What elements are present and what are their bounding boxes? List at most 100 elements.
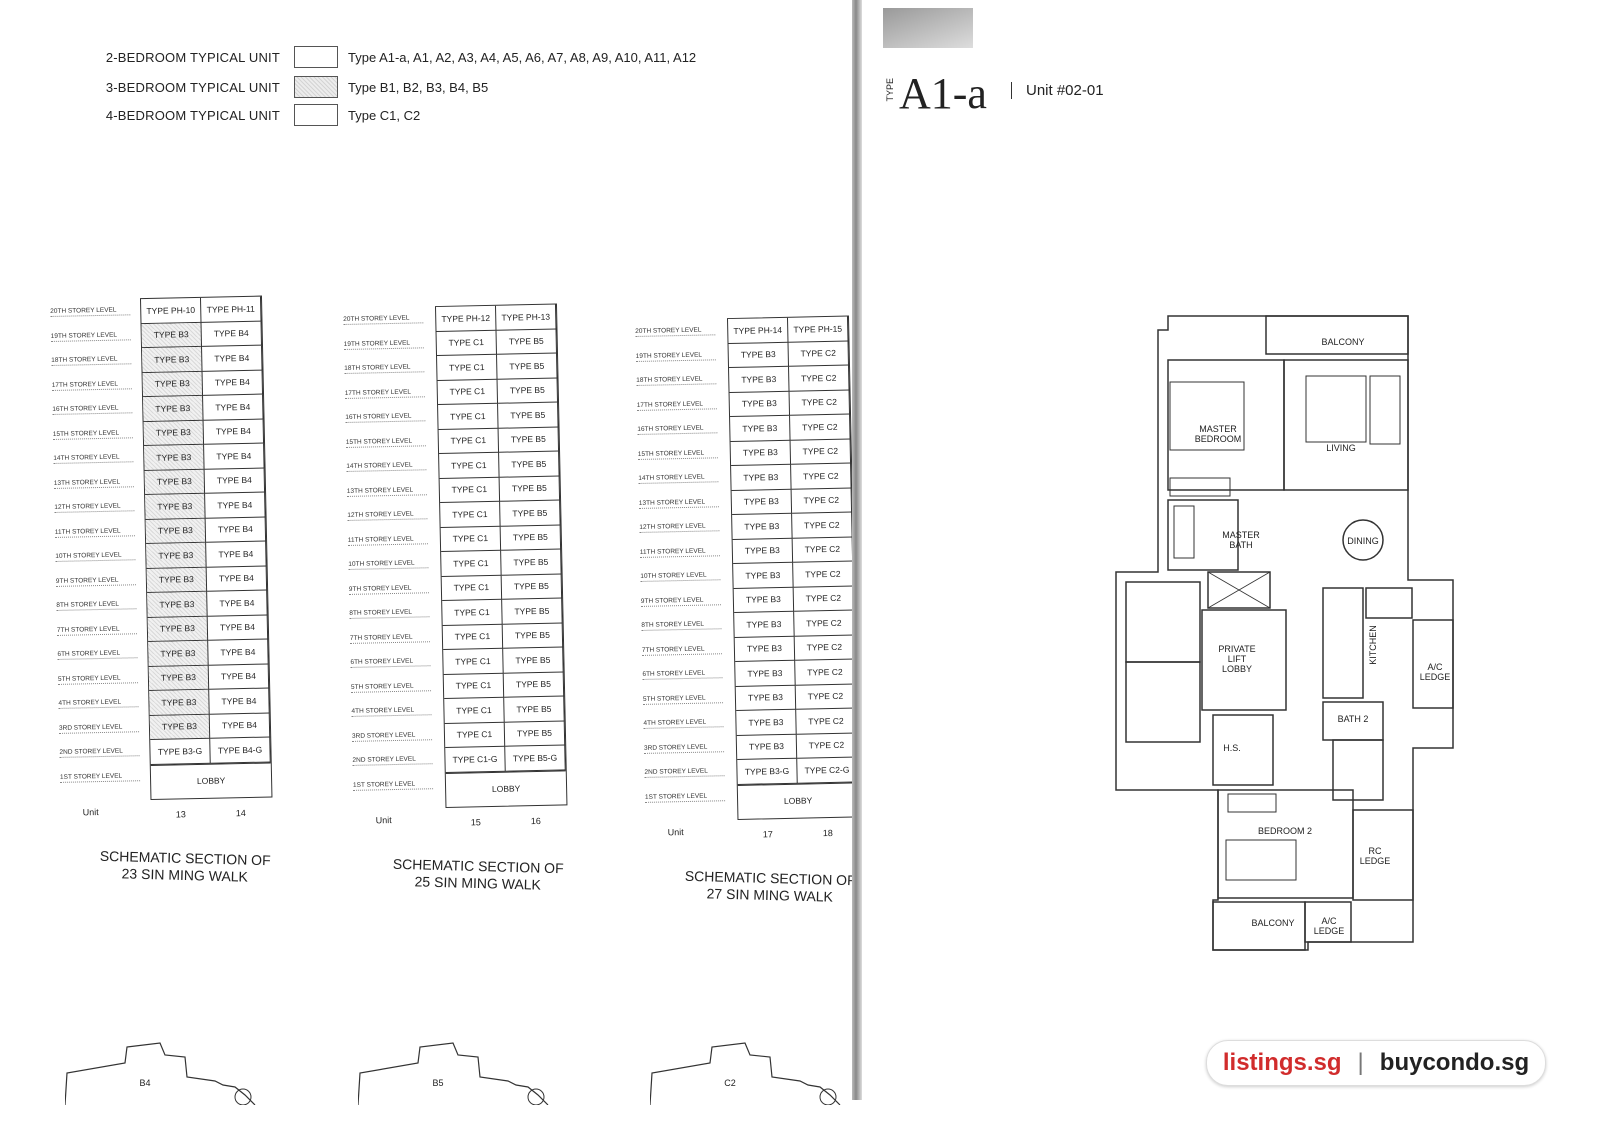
unit-cell: TYPE B3 bbox=[732, 513, 793, 540]
unit-cell: TYPE B4 bbox=[207, 615, 269, 641]
unit-cell: TYPE PH-14 bbox=[728, 317, 789, 344]
unit-cell: TYPE B5 bbox=[504, 696, 565, 723]
storey-level-label: 18TH STOREY LEVEL bbox=[636, 375, 717, 386]
unit-cell: TYPE B3 bbox=[146, 567, 208, 594]
unit-cell: TYPE B5 bbox=[500, 500, 561, 527]
storey-level-label: 12TH STOREY LEVEL bbox=[54, 502, 135, 513]
unit-cell: TYPE B3 bbox=[731, 464, 792, 491]
unit-cell: TYPE B5 bbox=[502, 622, 564, 649]
unit-cell: TYPE B3 bbox=[146, 542, 207, 569]
room-bedroom-2: BEDROOM 2 bbox=[1257, 826, 1312, 836]
storey-level-label: 4TH STOREY LEVEL bbox=[58, 698, 139, 709]
room-private-lift-lobby: PRIVATE LIFT LOBBY bbox=[1218, 644, 1256, 674]
watermark-badge[interactable]: listings.sg | buycondo.sg bbox=[1206, 1040, 1546, 1086]
unit-cell: TYPE C2 bbox=[789, 365, 850, 392]
room-master-bedroom: MASTER BEDROOM bbox=[1194, 424, 1242, 444]
unit-cell: TYPE B5 bbox=[500, 524, 562, 551]
storey-level-label: 15TH STOREY LEVEL bbox=[637, 448, 718, 460]
unit-cell: TYPE B4 bbox=[209, 712, 271, 739]
unit-cell: TYPE B5 bbox=[499, 451, 560, 478]
unit-cell: TYPE B4 bbox=[202, 345, 263, 372]
storey-level-label: 17TH STOREY LEVEL bbox=[51, 379, 132, 391]
unit-cell: TYPE C2 bbox=[790, 414, 851, 441]
unit-floor-plan-page: TYPE A1-a Unit #02-01 bbox=[883, 0, 1563, 1100]
unit-cell: TYPE B3 bbox=[144, 469, 206, 496]
storey-level-label: 16TH STOREY LEVEL bbox=[52, 404, 133, 415]
type-prefix: TYPE bbox=[885, 78, 895, 102]
unit-cell: TYPE C1 bbox=[440, 526, 502, 552]
unit-cell: TYPE C2 bbox=[791, 463, 852, 490]
storey-level-label: 5TH STOREY LEVEL bbox=[57, 673, 139, 685]
unit-cell: TYPE B4 bbox=[201, 321, 263, 347]
storey-level-label: 9TH STOREY LEVEL bbox=[348, 583, 429, 595]
storey-level-label: 15TH STOREY LEVEL bbox=[52, 428, 133, 440]
storey-level-label: 15TH STOREY LEVEL bbox=[345, 436, 426, 448]
unit-cell: TYPE B3 bbox=[148, 665, 210, 692]
unit-cell: TYPE B4 bbox=[205, 492, 266, 519]
block-plan-label: B5 bbox=[432, 1078, 444, 1088]
unit-cell: TYPE C1 bbox=[439, 477, 501, 504]
room-balcony-top: BALCONY bbox=[1321, 337, 1365, 347]
unit-cell: TYPE B5 bbox=[498, 402, 559, 429]
storey-level-label: 10TH STOREY LEVEL bbox=[55, 551, 136, 562]
storey-level-label: 9TH STOREY LEVEL bbox=[640, 595, 721, 607]
unit-cell: TYPE C1 bbox=[436, 330, 498, 357]
unit-cell: TYPE C2 bbox=[788, 341, 850, 367]
unit-cell: TYPE C2 bbox=[793, 585, 855, 612]
header-strip bbox=[883, 8, 973, 48]
unit-cell: TYPE C1 bbox=[439, 452, 500, 479]
storey-level-label: 18TH STOREY LEVEL bbox=[51, 355, 132, 366]
legend-label: 4-BEDROOM TYPICAL UNIT bbox=[105, 107, 280, 123]
legend-swatch bbox=[294, 46, 338, 68]
block-plan-outline bbox=[358, 1042, 549, 1105]
unit-cell: TYPE B3 bbox=[147, 616, 209, 643]
storey-level-label: 13TH STOREY LEVEL bbox=[638, 497, 719, 509]
storey-level-label: 1ST STOREY LEVEL bbox=[644, 791, 726, 803]
unit-cell: TYPE C1 bbox=[438, 428, 500, 455]
unit-cell: TYPE PH-12 bbox=[436, 305, 497, 332]
storey-level-label: 5TH STOREY LEVEL bbox=[350, 681, 432, 693]
unit-cell: TYPE B4 bbox=[208, 664, 270, 690]
storey-level-label: 10TH STOREY LEVEL bbox=[640, 571, 721, 582]
unit-cell: TYPE PH-11 bbox=[200, 296, 262, 323]
unit-cell: TYPE B3 bbox=[735, 660, 796, 687]
type-name: A1-a bbox=[899, 69, 987, 118]
block-plan-label: C2 bbox=[724, 1078, 736, 1088]
unit-cell: TYPE B3 bbox=[144, 444, 205, 471]
storey-level-label: 20TH STOREY LEVEL bbox=[50, 306, 131, 317]
schematic-section-title: SCHEMATIC SECTION OF 23 SIN MING WALK bbox=[99, 847, 271, 885]
unit-cell: TYPE B3 bbox=[732, 538, 794, 564]
unit-cell: TYPE B4 bbox=[203, 394, 264, 421]
unit-number-label: 15 bbox=[470, 817, 481, 828]
room-living: LIVING bbox=[1326, 443, 1356, 453]
unit-cell: TYPE C1 bbox=[441, 575, 503, 601]
unit-cell: TYPE C2 bbox=[792, 536, 854, 563]
unit-cell: TYPE B3 bbox=[734, 611, 795, 638]
room-rc-ledge: RC LEDGE bbox=[1359, 846, 1391, 866]
unit-cell: TYPE B3-G bbox=[150, 738, 211, 765]
storey-level-label: 2ND STOREY LEVEL bbox=[59, 747, 140, 758]
storey-level-label: 14TH STOREY LEVEL bbox=[346, 461, 427, 472]
unit-cell: TYPE B4 bbox=[206, 566, 268, 592]
room-kitchen: KITCHEN bbox=[1368, 625, 1378, 665]
unit-cell: TYPE B3 bbox=[729, 391, 791, 418]
storey-level-label: 12TH STOREY LEVEL bbox=[639, 522, 720, 533]
storey-level-label: 3RD STOREY LEVEL bbox=[643, 742, 725, 754]
storey-level-label: 4TH STOREY LEVEL bbox=[351, 706, 432, 717]
lobby-cell: LOBBY bbox=[737, 781, 859, 819]
unit-cell: TYPE B3 bbox=[149, 714, 211, 740]
unit-cell: TYPE C1 bbox=[437, 354, 498, 381]
storey-level-label: 16TH STOREY LEVEL bbox=[637, 424, 718, 435]
unit-cell: TYPE B4 bbox=[207, 590, 268, 617]
storey-level-label: 10TH STOREY LEVEL bbox=[348, 559, 429, 570]
unit-cell: TYPE C2 bbox=[794, 634, 856, 661]
watermark-site-b[interactable]: buycondo.sg bbox=[1379, 1049, 1530, 1076]
unit-cell: TYPE C1 bbox=[442, 624, 504, 650]
storey-level-label: 14TH STOREY LEVEL bbox=[53, 453, 134, 464]
unit-cell: TYPE C2 bbox=[794, 610, 855, 637]
unit-cell: TYPE B5 bbox=[503, 647, 564, 674]
watermark-site-a[interactable]: listings.sg bbox=[1222, 1049, 1342, 1076]
storey-level-label: 2ND STOREY LEVEL bbox=[644, 767, 725, 778]
